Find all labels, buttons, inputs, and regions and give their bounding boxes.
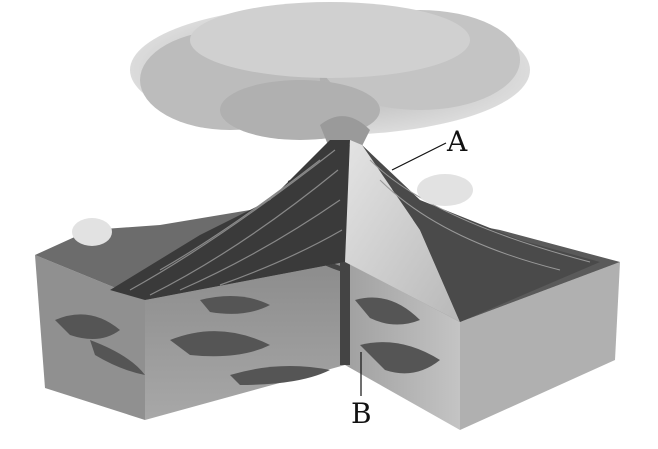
label-a-leader (391, 142, 447, 171)
volcano-cone-right (345, 140, 460, 322)
vent-plume-left (72, 218, 112, 246)
vent-plume-right (417, 174, 473, 206)
ash-cloud (130, 2, 530, 150)
volcano-cone-left (110, 140, 350, 300)
label-a: A (447, 125, 468, 158)
label-b: B (351, 397, 372, 430)
